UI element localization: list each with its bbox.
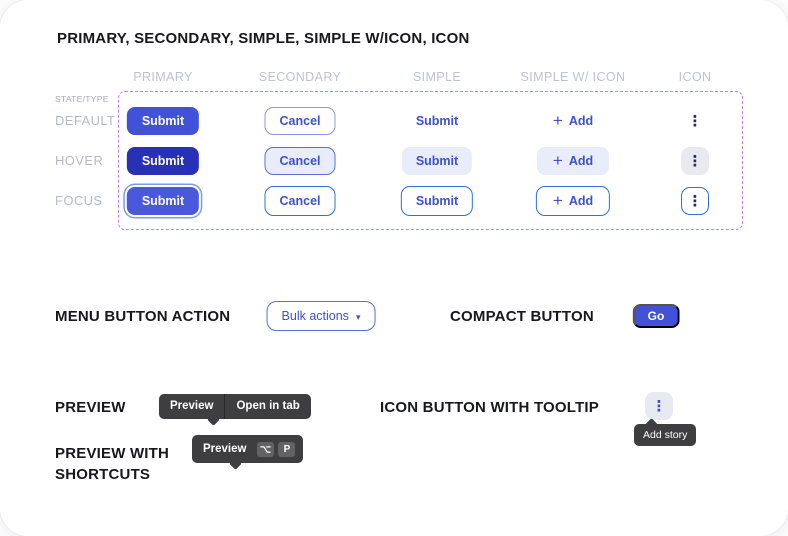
add-story-tooltip: Add story [634, 418, 697, 446]
simple-button-default[interactable]: Submit [402, 107, 472, 135]
kebab-icon-button-default[interactable]: ⋮ [681, 107, 709, 135]
tooltip-item-open-in-tab: Open in tab [236, 400, 300, 412]
kebab-icon-button-hover[interactable]: ⋮ [681, 147, 709, 175]
page-title: PRIMARY, SECONDARY, SIMPLE, SIMPLE W/ICO… [57, 30, 470, 47]
preview-heading: PREVIEW [55, 399, 126, 416]
bulk-actions-label: Bulk actions [281, 309, 349, 323]
state-type-label: STATE/TYPE [55, 94, 109, 104]
simple-icon-button-focus[interactable]: + Add [535, 186, 611, 216]
preview-tooltip: Preview Open in tab [159, 394, 311, 426]
column-header-primary: PRIMARY [133, 70, 193, 84]
column-header-secondary: SECONDARY [258, 70, 342, 84]
secondary-button-hover[interactable]: Cancel [264, 147, 336, 175]
chevron-down-icon: ▾ [355, 311, 361, 322]
add-label: Add [568, 114, 594, 128]
p-key: P [278, 441, 296, 457]
column-header-simple-w-icon: SIMPLE W/ ICON [520, 70, 626, 84]
bulk-actions-button[interactable]: Bulk actions ▾ [266, 301, 376, 331]
add-label: Add [568, 154, 594, 168]
add-story-kebab-button[interactable]: ⋮ [645, 392, 673, 420]
go-button[interactable]: Go [632, 304, 680, 328]
menu-action-heading: MENU BUTTON ACTION [55, 308, 231, 325]
primary-button-hover[interactable]: Submit [126, 147, 200, 175]
plus-icon: + [552, 190, 563, 210]
option-key-icon [257, 441, 275, 457]
row-label-hover: HOVER [55, 153, 104, 168]
simple-button-hover[interactable]: Submit [401, 147, 473, 175]
icon-tooltip-heading: ICON BUTTON WITH TOOLTIP [380, 399, 599, 416]
kebab-icon: ⋮ [687, 152, 703, 170]
column-header-icon: ICON [678, 70, 712, 84]
kebab-icon: ⋮ [687, 112, 703, 130]
simple-icon-button-default[interactable]: + Add [537, 107, 609, 135]
tooltip-label: Add story [643, 429, 688, 441]
tooltip-item-preview: Preview [170, 400, 214, 412]
kebab-icon: ⋮ [687, 192, 703, 210]
primary-button-default[interactable]: Submit [126, 107, 200, 135]
primary-button-focus[interactable]: Submit [126, 187, 200, 215]
plus-icon: + [552, 110, 563, 130]
column-header-simple: SIMPLE [412, 70, 462, 84]
tooltip-caret-down [229, 457, 242, 470]
add-label: Add [568, 194, 594, 208]
kebab-icon-button-focus[interactable]: ⋮ [681, 187, 709, 215]
preview-shortcuts-tooltip: Preview P [192, 435, 304, 470]
secondary-button-default[interactable]: Cancel [264, 107, 336, 135]
tooltip-label: Preview [203, 443, 247, 455]
simple-icon-button-hover[interactable]: + Add [536, 147, 610, 175]
row-label-focus: FOCUS [55, 193, 103, 208]
simple-button-focus[interactable]: Submit [400, 186, 474, 216]
secondary-button-focus[interactable]: Cancel [264, 186, 336, 216]
row-label-default: DEFAULT [55, 113, 116, 128]
kebab-icon: ⋮ [651, 397, 667, 415]
plus-icon: + [552, 150, 563, 170]
preview-shortcuts-heading: PREVIEW WITH SHORTCUTS [55, 445, 170, 483]
selection-outline [118, 91, 743, 230]
compact-button-heading: COMPACT BUTTON [450, 308, 594, 325]
tooltip-divider [224, 394, 226, 419]
